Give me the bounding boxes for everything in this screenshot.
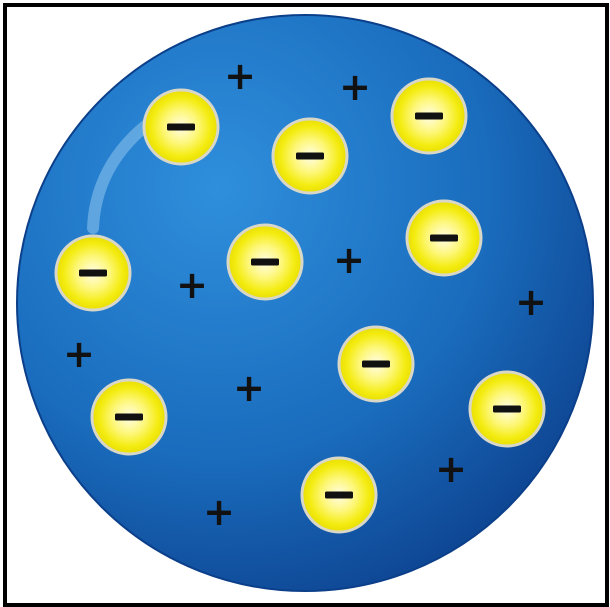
- electron-minus-sign: [167, 123, 195, 131]
- electron: [468, 370, 546, 448]
- electron: [54, 234, 132, 312]
- electron: [390, 77, 468, 155]
- positive-charge-sign: +: [63, 332, 95, 376]
- positive-charge-sign: +: [176, 263, 208, 307]
- electron-minus-sign: [325, 491, 353, 499]
- electron-minus-sign: [493, 405, 521, 413]
- electron: [300, 456, 378, 534]
- electron-minus-sign: [115, 413, 143, 421]
- electron: [226, 223, 304, 301]
- electron: [271, 117, 349, 195]
- electron-minus-sign: [79, 269, 107, 277]
- positive-charge-sign: +: [203, 490, 235, 534]
- electron-minus-sign: [362, 360, 390, 368]
- electron: [337, 325, 415, 403]
- electron-minus-sign: [430, 234, 458, 242]
- electron-minus-sign: [415, 112, 443, 120]
- positive-charge-sign: +: [435, 447, 467, 491]
- electron-minus-sign: [296, 152, 324, 160]
- positive-charge-sign: +: [333, 238, 365, 282]
- positive-charge-sign: +: [339, 65, 371, 109]
- electron: [142, 88, 220, 166]
- electron: [90, 378, 168, 456]
- electron-minus-sign: [251, 258, 279, 266]
- positive-charge-sign: +: [224, 54, 256, 98]
- positive-charge-sign: +: [515, 280, 547, 324]
- electron: [405, 199, 483, 277]
- positive-charge-sign: +: [233, 366, 265, 410]
